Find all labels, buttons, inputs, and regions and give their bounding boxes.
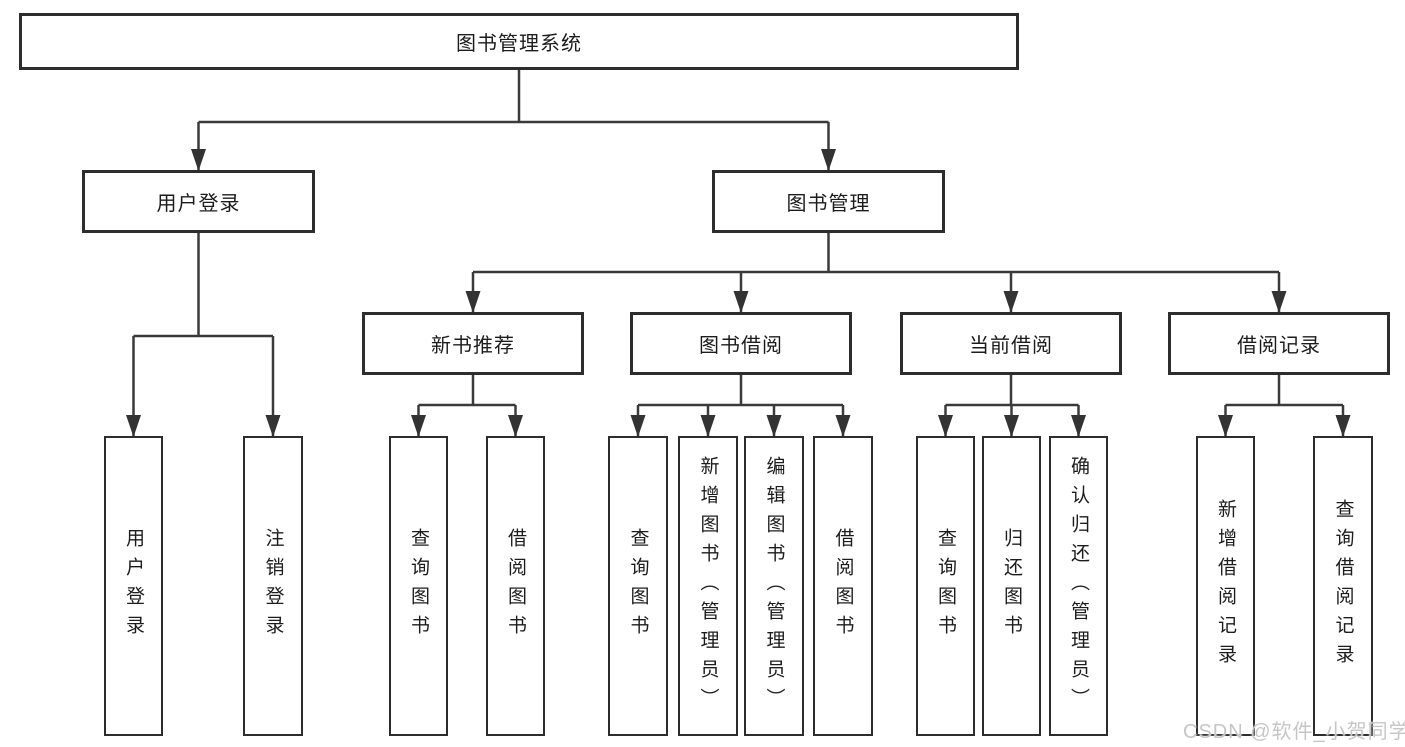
node-user-login: 用户登录 bbox=[82, 170, 315, 233]
node-leaf-borrow-books-recommend: 借阅图书 bbox=[486, 436, 545, 736]
node-leaf-query-borrow-record: 查询借阅记录 bbox=[1313, 436, 1373, 736]
node-book-management-label: 图书管理 bbox=[786, 193, 871, 215]
node-leaf-user-login-label: 用户登录 bbox=[123, 528, 144, 644]
node-leaf-borrow-books-borrow: 借阅图书 bbox=[813, 436, 873, 736]
node-library-system-label: 图书管理系统 bbox=[456, 33, 582, 55]
node-borrow-record: 借阅记录 bbox=[1168, 312, 1390, 375]
node-leaf-query-books-recommend-label: 查询图书 bbox=[408, 528, 429, 644]
node-leaf-query-borrow-record-label: 查询借阅记录 bbox=[1332, 499, 1354, 673]
node-borrow-record-label: 借阅记录 bbox=[1237, 335, 1321, 357]
node-current-borrow-label: 当前借阅 bbox=[969, 335, 1053, 357]
node-book-borrow: 图书借阅 bbox=[630, 312, 852, 375]
csdn-watermark: CSDN @软件_小贺同学 bbox=[1183, 721, 1405, 743]
node-leaf-query-books-borrow-label: 查询图书 bbox=[627, 528, 649, 644]
node-leaf-query-books-recommend: 查询图书 bbox=[389, 436, 448, 736]
node-leaf-add-borrow-record: 新增借阅记录 bbox=[1196, 436, 1255, 736]
node-library-system: 图书管理系统 bbox=[19, 13, 1019, 70]
node-leaf-logout: 注销登录 bbox=[243, 436, 303, 736]
node-leaf-confirm-return-admin-label: 确认归还（管理员） bbox=[1068, 455, 1089, 717]
node-book-borrow-label: 图书借阅 bbox=[699, 335, 783, 357]
node-leaf-borrow-books-borrow-label: 借阅图书 bbox=[832, 528, 854, 644]
node-new-book-recommend-label: 新书推荐 bbox=[431, 335, 515, 357]
node-book-management: 图书管理 bbox=[712, 170, 945, 233]
node-current-borrow: 当前借阅 bbox=[900, 312, 1122, 375]
node-leaf-borrow-books-recommend-label: 借阅图书 bbox=[505, 528, 526, 644]
node-leaf-query-books-current-label: 查询图书 bbox=[935, 528, 956, 644]
node-user-login-label: 用户登录 bbox=[156, 193, 241, 215]
node-leaf-user-login: 用户登录 bbox=[104, 436, 163, 736]
node-leaf-return-books-label: 归还图书 bbox=[1001, 528, 1022, 644]
tree-edges bbox=[132, 70, 1345, 436]
node-leaf-confirm-return-admin: 确认归还（管理员） bbox=[1049, 436, 1108, 736]
node-leaf-query-books-current: 查询图书 bbox=[916, 436, 975, 736]
node-leaf-query-books-borrow: 查询图书 bbox=[608, 436, 668, 736]
node-leaf-edit-books-admin-label: 编辑图书（管理员） bbox=[763, 455, 785, 717]
node-leaf-return-books: 归还图书 bbox=[982, 436, 1041, 736]
node-new-book-recommend: 新书推荐 bbox=[362, 312, 584, 375]
node-leaf-add-books-admin: 新增图书（管理员） bbox=[678, 436, 738, 736]
node-leaf-add-books-admin-label: 新增图书（管理员） bbox=[697, 455, 719, 717]
node-leaf-add-borrow-record-label: 新增借阅记录 bbox=[1215, 499, 1236, 673]
node-leaf-logout-label: 注销登录 bbox=[262, 528, 284, 644]
node-leaf-edit-books-admin: 编辑图书（管理员） bbox=[744, 436, 804, 736]
